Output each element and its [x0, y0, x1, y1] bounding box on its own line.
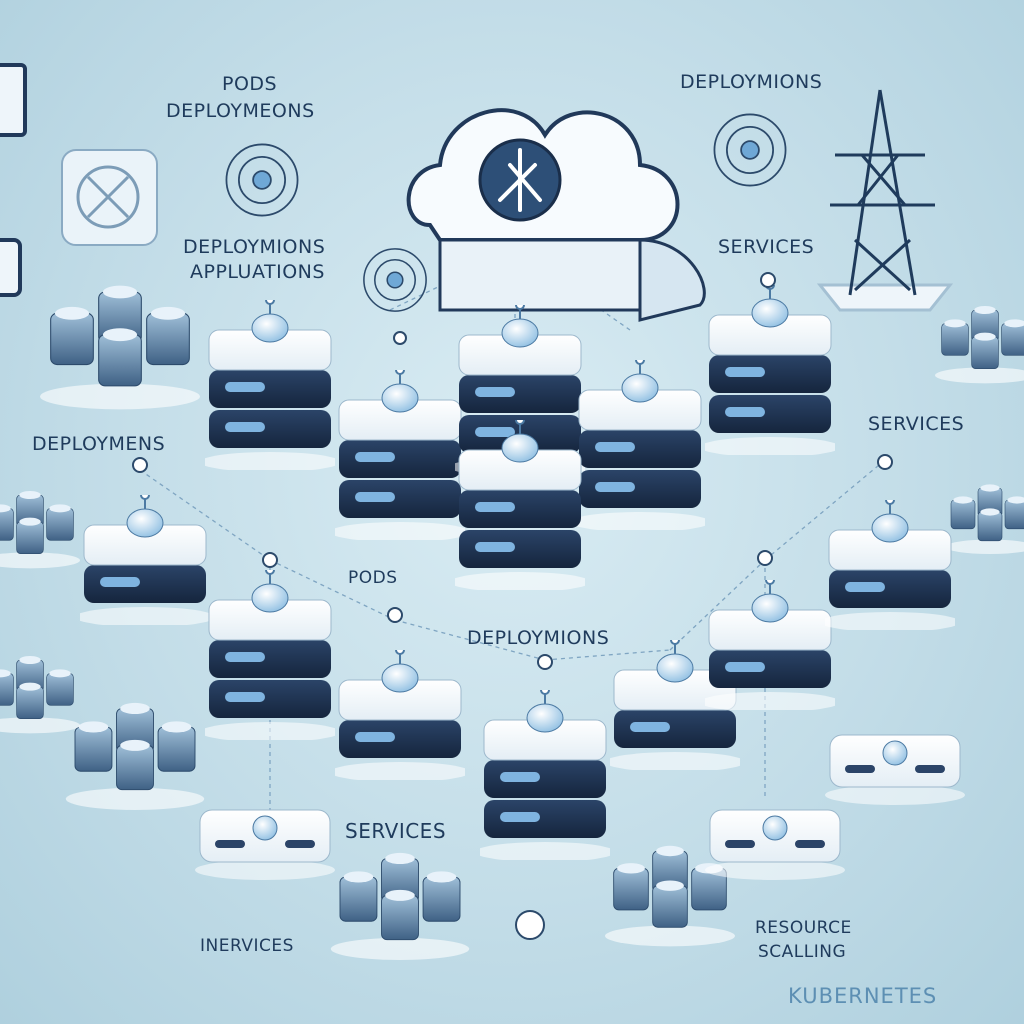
pod-cubes — [65, 702, 205, 810]
label-services-far-right: SERVICES — [868, 413, 965, 435]
label-deploymions-top-left: DEPLOYMEONS — [166, 100, 315, 122]
label-deploymions-applications-2: APPLUATIONS — [190, 261, 325, 283]
label-scalling: SCALLING — [758, 942, 847, 962]
transmission-tower-icon — [816, 89, 954, 312]
label-deploymions-applications-1: DEPLOYMIONS — [183, 236, 326, 258]
pod-cubes — [0, 490, 80, 569]
helm-icon — [498, 148, 542, 212]
label-deploymions-top-right: DEPLOYMIONS — [680, 71, 823, 93]
pod-cubes — [40, 285, 200, 410]
network-node-icon — [132, 272, 893, 940]
service-box — [705, 809, 845, 880]
service-box — [825, 734, 965, 806]
monitor-icon — [0, 63, 27, 297]
label-deploymens-left: DEPLOYMENS — [32, 433, 166, 455]
pod-cubes — [945, 483, 1024, 555]
node-server-icon — [80, 285, 955, 860]
pod-cubes — [0, 655, 80, 734]
network-node-icon — [61, 113, 787, 312]
label-services-right: SERVICES — [718, 236, 815, 258]
label-pods-middle: PODS — [348, 568, 398, 588]
label-deploymions-middle: DEPLOYMIONS — [467, 627, 610, 649]
label-services-bottom: SERVICES — [345, 819, 447, 843]
brand-label: KUBERNETES — [788, 984, 938, 1008]
pod-cubes — [605, 845, 735, 947]
label-pods-top: PODS — [222, 73, 278, 95]
label-inervices: INERVICES — [200, 936, 294, 956]
service-box — [195, 809, 335, 880]
pod-cubes — [935, 305, 1024, 384]
label-resource: RESOURCE — [755, 918, 852, 938]
cloud-icon — [406, 108, 706, 322]
pod-cubes — [330, 852, 470, 960]
